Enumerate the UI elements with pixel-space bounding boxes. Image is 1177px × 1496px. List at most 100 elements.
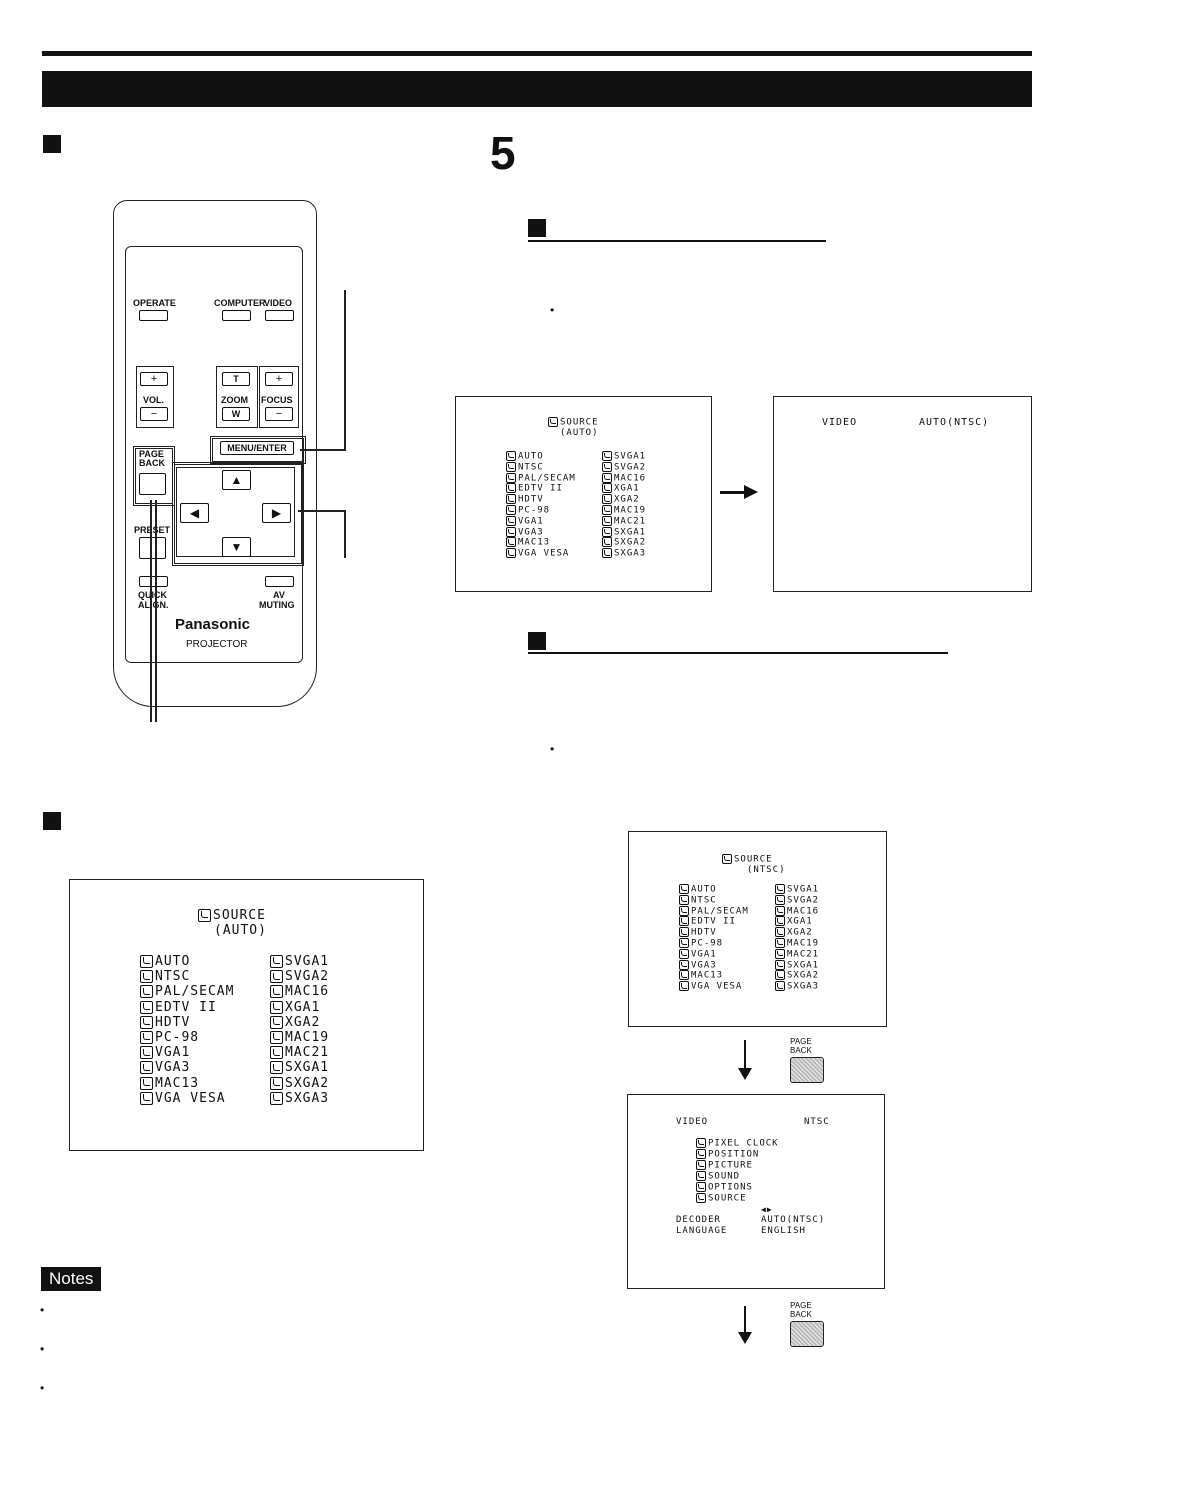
menu-enter-button[interactable]: MENU/ENTER [220,441,294,455]
remote-body [113,200,317,707]
source-current: (AUTO) [560,427,599,438]
source-option: MAC21 [270,1045,329,1060]
source-option: MAC21 [775,948,819,959]
checkbox-icon [506,494,516,505]
checkbox-icon [270,1031,283,1044]
checkbox-icon [775,916,785,927]
checkbox-icon [602,537,612,548]
section-marker [528,632,546,650]
checkbox-icon [679,981,689,992]
menu-item: SOUND [696,1171,740,1182]
bullet: • [550,742,555,756]
source-option: SVGA1 [270,954,329,969]
source-option: SXGA3 [602,548,646,559]
step-number: 5 [490,127,516,179]
source-option: XGA2 [775,927,813,938]
checkbox-icon [602,483,612,494]
vol-up-button[interactable]: + [140,372,168,386]
page-back-button[interactable] [790,1057,824,1083]
vol-down-button[interactable]: − [140,407,168,421]
operate-button[interactable] [139,310,168,321]
zoom-tele-button[interactable]: T [222,372,250,386]
checkbox-icon [696,1160,706,1170]
source-option: VGA1 [140,1045,190,1060]
source-option: XGA2 [602,494,640,505]
source-option: EDTV II [506,483,563,494]
callout-line [150,500,152,722]
checkbox-icon [506,451,516,461]
checkbox-icon [140,1000,153,1014]
operate-label: OPERATE [133,298,176,308]
video-button[interactable] [265,310,294,321]
language-label: LANGUAGE [676,1226,728,1236]
checkbox-icon [602,548,612,559]
source-option: NTSC [506,461,544,472]
bullet: • [40,1303,45,1317]
signal-label: NTSC [804,1117,830,1127]
checkbox-icon [506,505,516,515]
zoom-wide-button[interactable]: W [222,407,250,421]
checkbox-icon [775,905,785,916]
av-muting-button[interactable] [265,576,294,587]
notes-badge: Notes [41,1267,102,1291]
checkbox-icon [506,461,516,472]
checkbox-icon [270,970,283,984]
source-option: SVGA2 [602,461,646,472]
bullet: • [40,1342,45,1356]
focus-up-button[interactable]: + [265,372,293,386]
source-option: VGA3 [506,526,544,537]
bullet: • [550,303,555,317]
source-option: SXGA1 [270,1060,329,1075]
vol-label: VOL. [143,395,165,405]
checkbox-icon [270,955,283,968]
source-option: EDTV II [679,916,736,927]
checkbox-icon [140,1091,153,1105]
video-label: VIDEO [676,1117,709,1127]
source-option: PAL/SECAM [140,984,234,999]
checkbox-icon [270,1091,283,1105]
arrow-right-head [744,485,758,499]
arrow-down-icon [738,1306,752,1344]
checkbox-icon [679,959,689,970]
arrow-left-button[interactable]: ◀ [180,503,209,523]
page-back-button[interactable] [790,1321,824,1347]
checkbox-icon [696,1138,706,1148]
preset-button[interactable] [139,537,166,559]
source-current: (NTSC) [747,864,786,875]
checkbox-icon [198,909,211,922]
checkbox-icon [506,548,516,559]
source-title: SOURCE [548,417,599,428]
source-option: SXGA2 [270,1076,329,1091]
focus-group [259,366,299,428]
menu-item: SOURCE [696,1193,747,1204]
section-marker [528,219,546,237]
checkbox-icon [775,981,785,992]
bullet: • [40,1381,45,1395]
arrow-up-button[interactable]: ▲ [222,470,251,490]
menu-item: OPTIONS [696,1182,753,1193]
checkbox-icon [775,970,785,981]
checkbox-icon [696,1182,706,1192]
computer-button[interactable] [222,310,251,321]
arrow-right-button[interactable]: ▶ [262,503,291,523]
source-option: VGA3 [140,1060,190,1075]
section-marker [43,812,61,830]
checkbox-icon [140,1061,153,1075]
checkbox-icon [140,955,153,968]
checkbox-icon [602,451,612,461]
quick-align-button[interactable] [139,576,168,587]
focus-down-button[interactable]: − [265,407,293,421]
page-back-button[interactable] [139,473,166,495]
source-option: VGA1 [679,948,717,959]
arrow-down-button[interactable]: ▼ [222,537,251,557]
callout-line [344,510,346,558]
source-option: MAC19 [270,1030,329,1045]
preset-label: PRESET [134,525,171,535]
source-option: XGA2 [270,1015,320,1030]
source-option: MAC16 [602,472,646,483]
checkbox-icon [270,1015,283,1029]
video-label: VIDEO [822,417,858,428]
source-option: PC-98 [140,1030,199,1045]
callout-line [300,449,346,451]
